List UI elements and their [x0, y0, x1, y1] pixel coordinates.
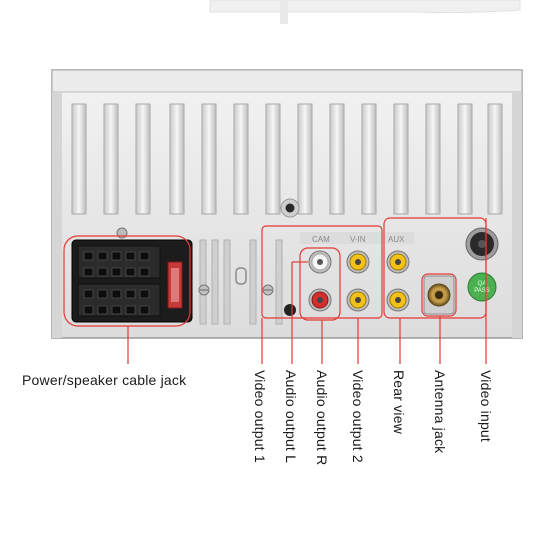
label-audio-output-l: Audio output L — [283, 370, 299, 464]
heat-sink-fin — [103, 103, 119, 215]
heat-sink-fin — [329, 103, 345, 215]
mount-hole — [280, 198, 300, 218]
label-video-input: Video input — [478, 370, 494, 443]
iso-pin — [97, 251, 108, 261]
callout-box-video-output — [261, 225, 383, 319]
heat-sink-fin — [425, 103, 441, 215]
badge-line1: QA — [478, 281, 487, 287]
callout-box-audio — [299, 247, 341, 321]
iso-pin — [139, 251, 150, 261]
heat-sink-fin — [487, 103, 503, 215]
rca-jack-video-output-1 — [346, 288, 370, 312]
screw — [262, 284, 274, 296]
label-video-output-2: Video output 2 — [350, 370, 366, 463]
heat-sink-fin — [201, 103, 217, 215]
callout-box-power — [63, 235, 191, 327]
round-jack — [465, 227, 499, 261]
iso-pin — [97, 305, 108, 315]
heat-sink-fin — [169, 103, 185, 215]
callout-box-antenna — [421, 273, 457, 317]
rca-jack-rear-view — [386, 288, 410, 312]
iso-pin — [83, 267, 94, 277]
iso-pin — [139, 305, 150, 315]
badge-line2: PASS — [474, 288, 490, 294]
svg-text:AUX: AUX — [388, 235, 405, 244]
iso-pin — [97, 267, 108, 277]
microphone-hole — [284, 304, 296, 316]
heat-sink-fin — [297, 103, 313, 215]
iso-pin — [111, 251, 122, 261]
heat-sink-fin — [71, 103, 87, 215]
vent-slot — [249, 239, 257, 325]
iso-pin — [125, 251, 136, 261]
rca-jack-video-input — [386, 250, 410, 274]
label-video-output-1: Video output 1 — [252, 370, 268, 463]
lock-clip — [235, 267, 247, 285]
label-rear-view: Rear view — [391, 370, 407, 435]
iso-pin — [83, 251, 94, 261]
rca-jack-video-output-2 — [346, 250, 370, 274]
label-power-speaker-cable-jack: Power/speaker cable jack — [22, 372, 187, 388]
screw — [198, 284, 210, 296]
rca-jack-audio-l — [308, 250, 332, 274]
iso-connector — [71, 227, 193, 323]
rca-jack-audio-r — [308, 288, 332, 312]
iso-pin — [83, 289, 94, 299]
iso-pin — [83, 305, 94, 315]
heat-sink-fin — [393, 103, 409, 215]
vent-slot — [275, 239, 283, 325]
antenna-jack — [423, 275, 455, 315]
label-antenna-jack: Antenna jack — [432, 370, 448, 454]
iso-pin — [139, 289, 150, 299]
heat-sink-fin — [135, 103, 151, 215]
iso-pin — [125, 305, 136, 315]
heat-sink-fin — [361, 103, 377, 215]
iso-pin — [111, 305, 122, 315]
iso-pin — [111, 267, 122, 277]
iso-pin — [139, 267, 150, 277]
heat-sink-fins — [71, 103, 503, 215]
heat-sink-fin — [457, 103, 473, 215]
iso-pin — [111, 289, 122, 299]
heat-sink-fin — [265, 103, 281, 215]
vent-slot — [223, 239, 231, 325]
top-bracket — [209, 0, 521, 24]
qa-pass-badge: QA PASS — [467, 272, 497, 302]
svg-text:V-IN: V-IN — [350, 235, 366, 244]
iso-pin — [125, 289, 136, 299]
heat-sink-fin — [233, 103, 249, 215]
vent-slot — [211, 239, 219, 325]
vent-slots — [199, 239, 283, 325]
svg-text:CAM: CAM — [312, 235, 330, 244]
iso-pin — [97, 289, 108, 299]
callouts — [63, 217, 487, 364]
vent-slot — [199, 239, 207, 325]
iso-pin — [125, 267, 136, 277]
label-audio-output-r: Audio output R — [314, 370, 330, 466]
